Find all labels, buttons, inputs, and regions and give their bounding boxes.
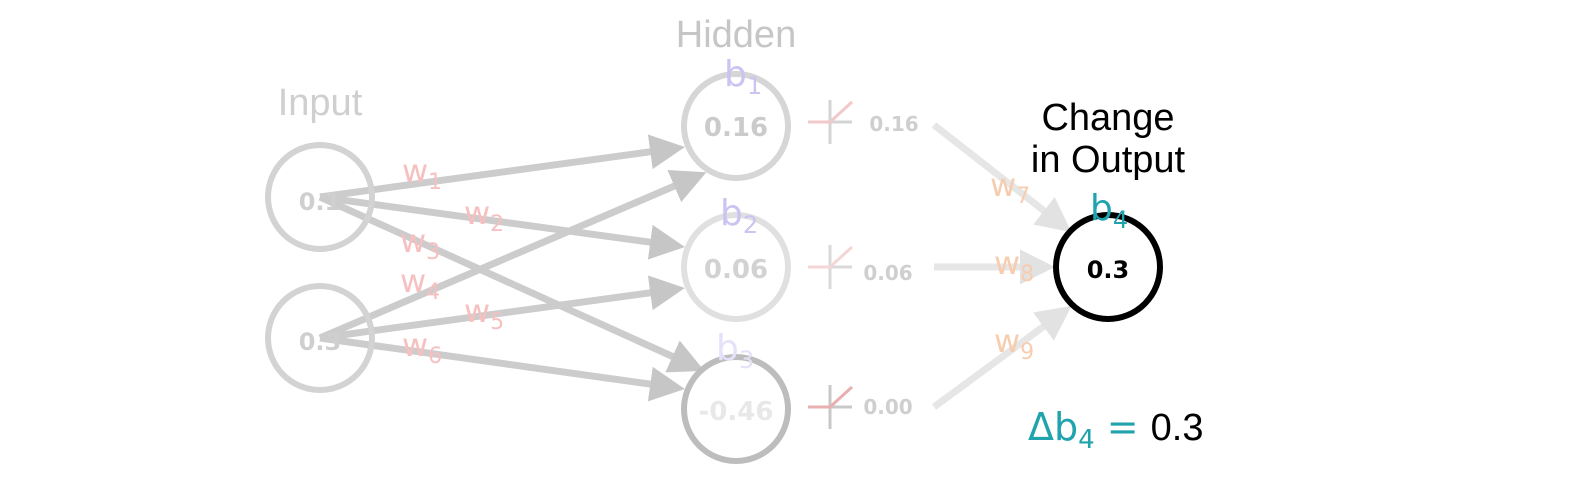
relu-icons [808,100,854,429]
output-title-line1: Change [1041,97,1174,139]
weight-label-w2: w2 [464,194,504,237]
weight-labels-input-hidden: w1 w2 w3 w4 w5 w6 [400,152,504,369]
weight-label-w5: w5 [464,292,504,335]
weight-label-w8: w8 [994,244,1034,287]
bias-label-b1: b1 [724,54,762,100]
input-hidden-edges [318,134,707,402]
weight-label-w4: w4 [400,262,440,305]
output-node-value: 0.3 [1087,256,1130,284]
hidden-node-1-value: 0.16 [704,113,768,143]
bias-label-b4: b4 [1090,188,1128,234]
hidden-node-3: -0.46 [681,354,791,464]
edge-w7 [931,122,1072,233]
activation-value-1: 0.16 [869,112,918,136]
weight-labels-hidden-output: w7 w8 w9 [990,166,1034,365]
input-node-1-value: 0.1 [299,188,342,216]
hidden-layer-title: Hidden [676,14,796,56]
bias-label-b2: b2 [720,193,758,239]
input-node-2-value: 0.3 [299,328,342,356]
activation-value-2: 0.06 [863,261,912,285]
output-node: 0.3 [1053,212,1163,322]
edge-w3 [318,193,705,373]
hidden-output-edges [931,122,1072,410]
edge-w5 [319,275,685,342]
input-node-2: 0.3 [265,283,375,393]
bias-label-b3: b3 [716,328,754,374]
edge-w1 [319,134,685,201]
weight-label-w1: w1 [402,152,442,195]
hidden-node-2: 0.06 [681,212,791,322]
delta-b4-equation: Δb4 = 0.3 [1028,405,1204,455]
edge-w9 [931,305,1072,410]
weight-label-w7: w7 [990,166,1030,209]
input-node-1: 0.1 [265,142,375,252]
activation-value-3: 0.00 [863,395,912,419]
edge-w4 [318,169,707,342]
output-title-line2: in Output [1031,139,1186,181]
relu-icon-3 [808,385,854,429]
weight-label-w3: w3 [400,222,440,265]
relu-icon-1 [808,100,854,144]
hidden-node-1: 0.16 [681,71,791,181]
relu-icon-2 [808,245,854,289]
hidden-node-2-value: 0.06 [704,255,768,285]
edge-w6 [319,334,685,402]
weight-label-w6: w6 [402,326,442,369]
weight-label-w9: w9 [994,322,1034,365]
hidden-node-3-value: -0.46 [699,397,774,427]
input-layer-title: Input [278,82,363,124]
edge-w2 [319,193,685,260]
